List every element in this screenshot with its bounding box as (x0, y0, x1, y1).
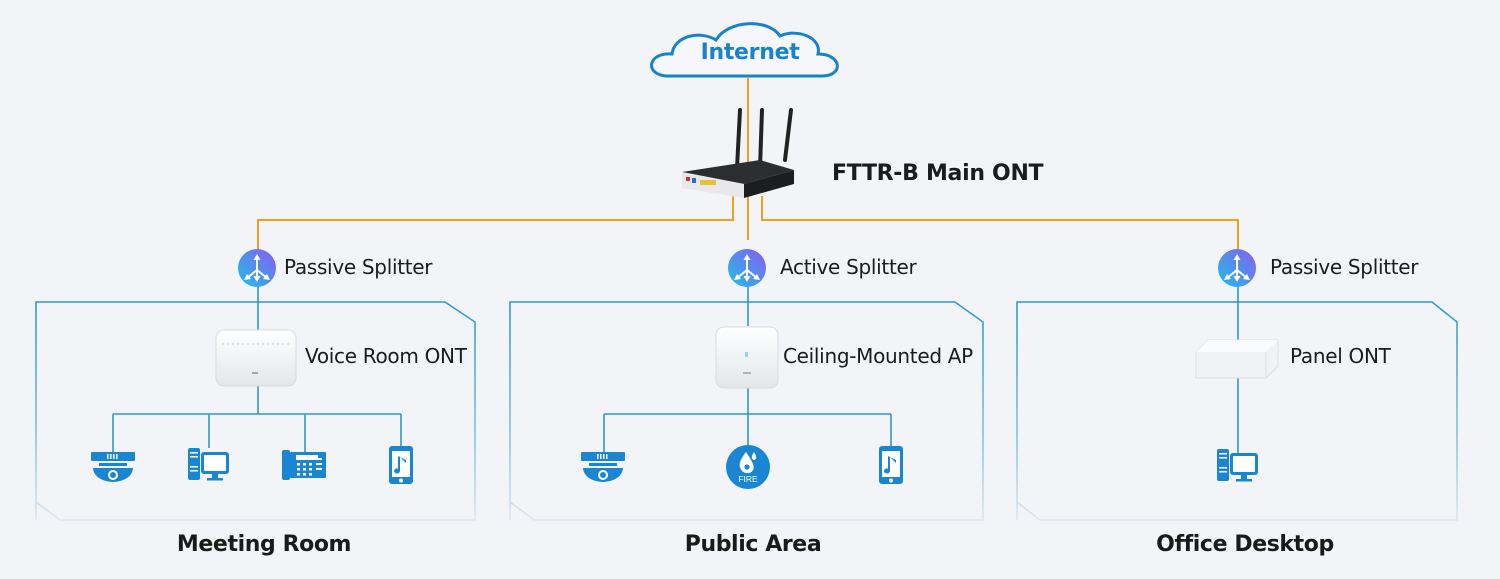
splitter-icon (727, 248, 767, 288)
dome-camera-icon (581, 452, 625, 482)
splitter-icon (237, 248, 277, 288)
dome-camera-icon (91, 452, 135, 482)
desktop-computer-icon (188, 448, 229, 481)
device-label: Ceiling-Mounted AP (783, 344, 973, 368)
fiber-ont-to-splitter-3 (761, 196, 1239, 250)
area-box-meeting-room (35, 301, 476, 521)
area-box-office-desktop (1016, 301, 1458, 521)
splitter-icon (1217, 248, 1257, 288)
desktop-computer-icon (1217, 449, 1258, 482)
panel-ont-icon (1195, 339, 1279, 379)
access-point-icon (715, 326, 779, 389)
network-links (112, 286, 1239, 455)
area-title: Meeting Room (176, 532, 352, 557)
internet-label: Internet (700, 40, 800, 65)
fiber-ont-to-splitter-1 (257, 196, 734, 250)
fire-sensor-icon (726, 445, 770, 489)
ont-router-icon (215, 329, 297, 387)
splitter-label: Passive Splitter (284, 255, 433, 279)
main-ont-label: FTTR-B Main ONT (832, 161, 1044, 186)
fiber-links (257, 77, 1239, 250)
router-icon (682, 108, 794, 198)
device-label: Voice Room ONT (305, 344, 467, 368)
splitter-label: Passive Splitter (1270, 255, 1419, 279)
internet-cloud-icon (650, 22, 839, 78)
smartphone-music-icon (879, 446, 903, 484)
device-label: Panel ONT (1290, 344, 1391, 368)
area-title: Office Desktop (1156, 532, 1334, 557)
ip-phone-icon (282, 450, 326, 480)
area-box-public-area (509, 301, 984, 521)
splitter-label: Active Splitter (780, 255, 917, 279)
area-title: Public Area (684, 532, 822, 557)
smartphone-music-icon (389, 446, 413, 484)
